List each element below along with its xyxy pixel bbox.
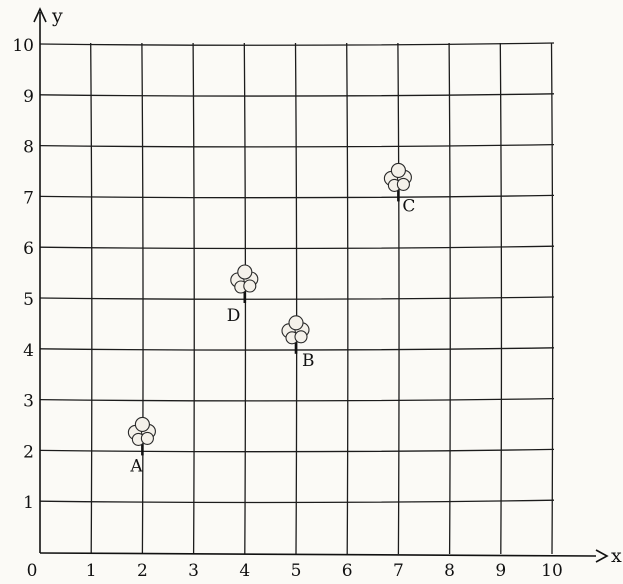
- y-tick-label: 10: [12, 36, 34, 56]
- point-label: C: [402, 196, 415, 216]
- tree-point-d: D: [227, 265, 258, 326]
- y-axis-label: y: [51, 5, 63, 27]
- grid-line-vertical: [193, 43, 194, 554]
- y-tick-label: 4: [23, 341, 34, 361]
- y-tick-label: 9: [23, 87, 34, 107]
- x-tick-label: 8: [444, 561, 455, 581]
- y-tick-label: 2: [23, 442, 34, 462]
- axes: x y: [34, 5, 622, 567]
- y-tick-label: 3: [23, 392, 34, 412]
- x-tick-label: 7: [393, 561, 404, 581]
- grid-lines: [40, 43, 554, 554]
- x-tick-label: 1: [86, 561, 97, 581]
- y-tick-label: 1: [23, 493, 34, 513]
- y-tick-label: 5: [23, 290, 34, 310]
- x-axis-arrow-icon: [596, 550, 607, 562]
- tree-icon: [128, 417, 155, 445]
- x-tick-label: 4: [239, 561, 250, 581]
- x-tick-label: 9: [495, 561, 506, 581]
- y-tick-label: 7: [23, 188, 34, 208]
- grid-line-horizontal: [40, 500, 554, 502]
- tree-point-b: B: [282, 316, 315, 371]
- grid-line-horizontal: [40, 94, 554, 96]
- point-label: A: [129, 456, 143, 476]
- tree-icon: [282, 316, 309, 344]
- tree-points: A B C D: [128, 163, 415, 476]
- grid-line-vertical: [500, 43, 501, 554]
- x-tick-label: 2: [137, 561, 148, 581]
- grid-line-horizontal: [40, 145, 554, 147]
- x-tick-label: 10: [541, 561, 563, 581]
- tree-point-a: A: [128, 417, 155, 476]
- point-label: D: [227, 306, 241, 326]
- x-tick-label: 5: [291, 561, 302, 581]
- tick-labels: 0 1 2 3 4 5 6 7 8 9 10 1 2 3 4 5 6 7 8 9 10: [12, 36, 562, 581]
- x-tick-label: 3: [188, 561, 199, 581]
- x-axis-label: x: [611, 545, 622, 567]
- tree-icon: [231, 265, 258, 293]
- tree-point-c: C: [384, 163, 415, 216]
- x-tick-label: 6: [342, 561, 353, 581]
- tree-icon: [384, 163, 411, 191]
- grid-line-vertical: [552, 43, 553, 554]
- y-tick-label: 6: [23, 239, 34, 259]
- point-label: B: [302, 351, 315, 371]
- x-axis-line: [40, 553, 596, 556]
- grid-line-vertical: [296, 43, 297, 554]
- x-tick-label: 0: [27, 561, 38, 581]
- grid-line-horizontal: [40, 43, 554, 45]
- y-tick-label: 8: [23, 138, 34, 158]
